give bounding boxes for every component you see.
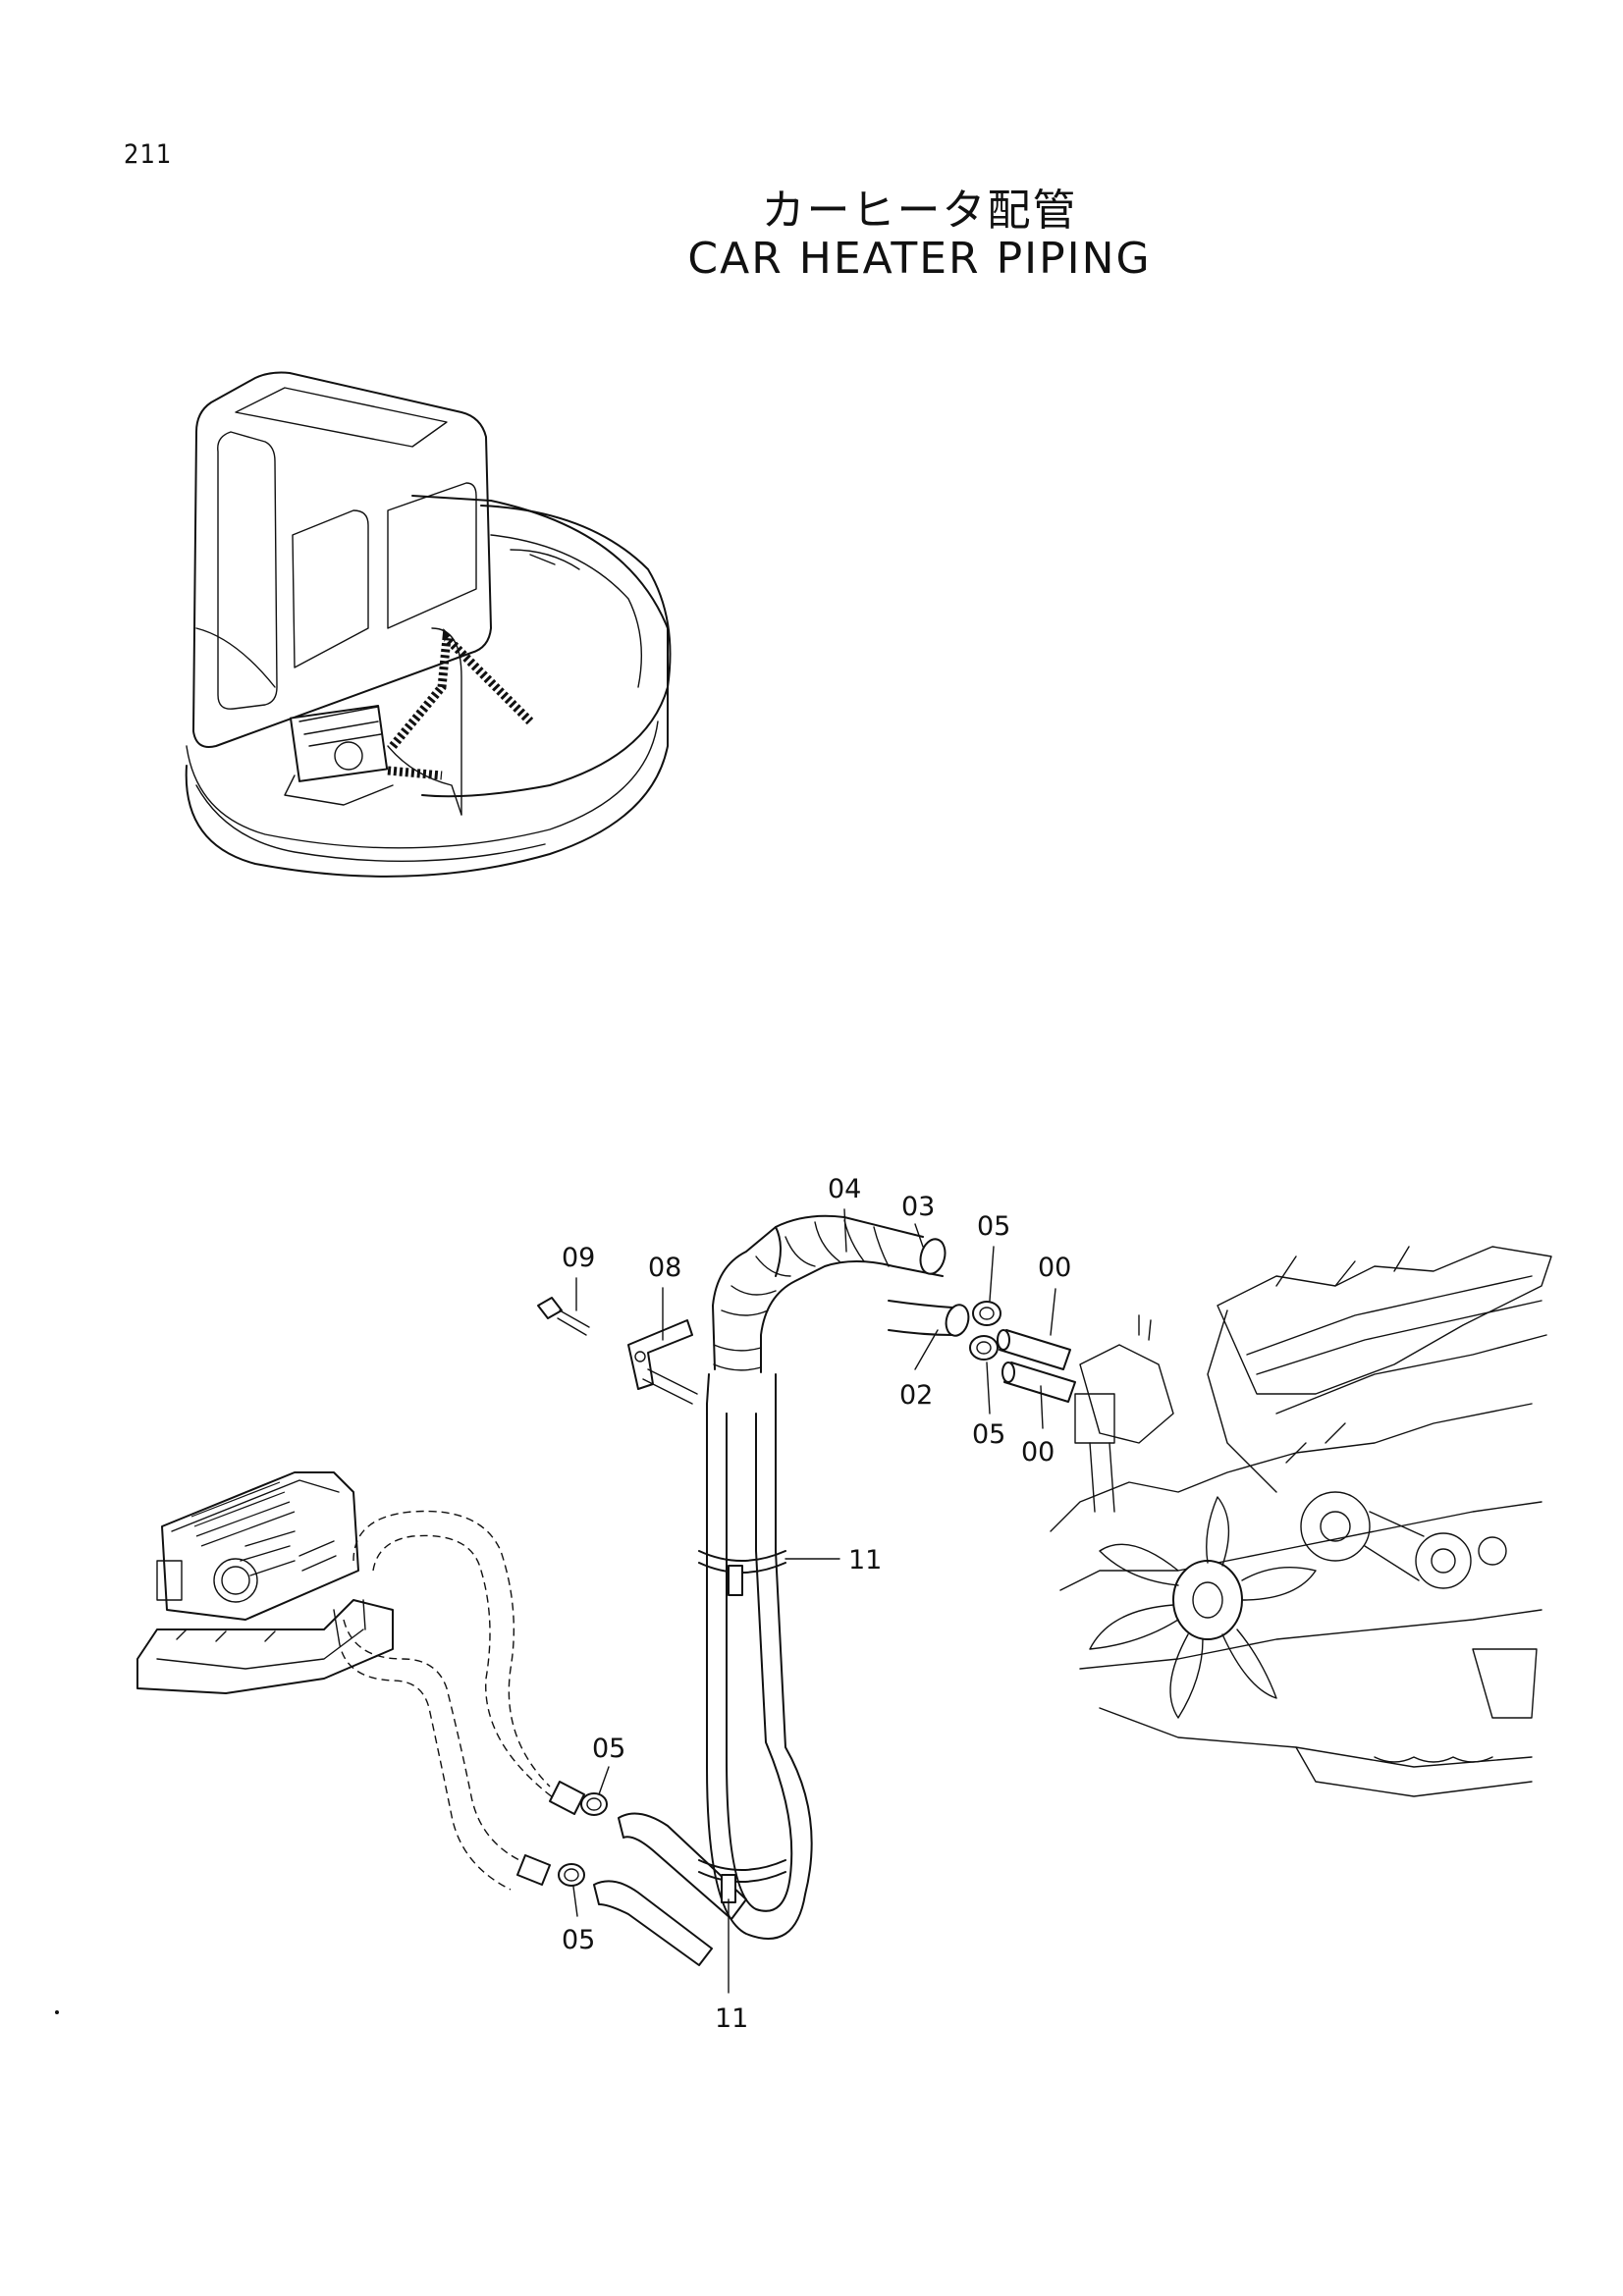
callout-00-upper: 00 — [1038, 1253, 1071, 1283]
engine-illustration — [1050, 1246, 1552, 1797]
callout-05-upper-b: 05 — [972, 1419, 1005, 1450]
bolt-09 — [537, 1297, 590, 1336]
callout-05-lower-b: 05 — [562, 1925, 595, 1955]
callout-00-lower: 00 — [1021, 1437, 1055, 1468]
callout-03: 03 — [901, 1192, 935, 1222]
leader-lines — [572, 1208, 1056, 1994]
callout-labels: 09 08 04 03 05 00 02 05 00 11 05 05 11 — [562, 1174, 1071, 2034]
hose-clamp-lower-05 — [558, 1792, 608, 1887]
heater-hoses — [338, 1510, 585, 1891]
hose-clamp-upper-05 — [969, 1301, 1001, 1361]
title-english: CAR HEATER PIPING — [687, 234, 1152, 284]
heater-unit-illustration — [136, 1471, 394, 1694]
callout-08: 08 — [648, 1253, 681, 1283]
fitting-00 — [997, 1329, 1076, 1403]
bracket-08 — [627, 1319, 698, 1405]
main-hose-assembly — [593, 1214, 970, 1966]
excavator-overview-illustration — [185, 371, 672, 878]
callout-09: 09 — [562, 1243, 595, 1273]
callout-05-upper-a: 05 — [977, 1211, 1010, 1242]
callout-11-upper: 11 — [848, 1545, 882, 1575]
callout-02: 02 — [899, 1380, 933, 1411]
callout-05-lower-a: 05 — [592, 1734, 625, 1764]
title-japanese: カーヒータ配管 — [761, 186, 1078, 236]
callout-04: 04 — [828, 1174, 861, 1204]
scan-speck — [55, 2010, 59, 2014]
callout-11-lower: 11 — [715, 2003, 748, 2034]
page-number: 211 — [124, 139, 173, 170]
